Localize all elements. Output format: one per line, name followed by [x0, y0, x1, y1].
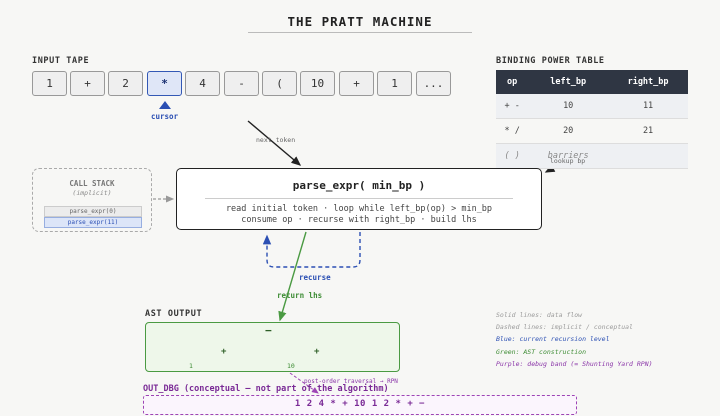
table-cell: + - [496, 94, 529, 119]
recurse-label: recurse [299, 273, 331, 282]
tape-cell[interactable]: - [224, 71, 259, 96]
next-token-label: next token [256, 136, 296, 144]
page-title: THE PRATT MACHINE [287, 14, 433, 29]
ast-node: + [221, 347, 227, 357]
legend-item: Blue: current recursion level [496, 335, 610, 344]
tape-cell[interactable]: + [339, 71, 374, 96]
tape-cell[interactable]: 4 [185, 71, 220, 96]
ast-output-box [145, 322, 400, 372]
tape-cell[interactable]: 1 [377, 71, 412, 96]
table-cell: 10 [528, 94, 609, 119]
tape-cell-current[interactable]: * [147, 71, 182, 96]
table-header: right_bp [608, 70, 688, 94]
ast-leaf: 1 [189, 362, 193, 370]
table-cell: 11 [608, 94, 688, 119]
legend-item: Purple: debug band (= Shunting Yard RPN) [496, 359, 653, 368]
rpn-sequence: 1 2 4 * + 10 1 2 * + − [294, 399, 426, 409]
binding-power-table-label: BINDING POWER TABLE [496, 56, 605, 66]
ast-output-label: AST OUTPUT [145, 309, 203, 319]
tape-cell[interactable]: 10 [300, 71, 335, 96]
tape-cell[interactable]: + [70, 71, 105, 96]
legend-item: Dashed lines: implicit / conceptual [496, 323, 633, 332]
cursor-label: cursor [151, 112, 179, 121]
stack-frame: parse_expr(0) [44, 206, 142, 217]
title-underline [248, 32, 472, 33]
parse-expr-description: read initial token · loop while left_bp(… [177, 204, 541, 226]
table-row: + - 10 11 [496, 94, 688, 119]
table-header: left_bp [528, 70, 609, 94]
tape-cell[interactable]: 1 [32, 71, 67, 96]
return-lhs-label: return lhs [277, 291, 323, 300]
parse-expr-title: parse_expr( min_bp ) [292, 179, 426, 192]
table-cell: 21 [608, 118, 688, 144]
call-stack-box: CALL STACK (implicit) parse_expr(0) pars… [32, 168, 152, 232]
ast-leaf: 10 [287, 362, 295, 370]
lookup-bp-label: lookup bp [550, 157, 586, 165]
parse-expr-line: consume op · recurse with right_bp · bui… [241, 215, 477, 225]
recurse-loop-arrow [262, 232, 361, 268]
table-cell: 20 [528, 118, 609, 144]
table-row: * / 20 21 [496, 118, 688, 144]
ast-node: + [314, 347, 320, 357]
tape-cell-ellipsis[interactable]: ... [416, 71, 451, 96]
parse-expr-box: parse_expr( min_bp ) read initial token … [176, 168, 542, 230]
table-cell: * / [496, 118, 529, 144]
legend: Solid lines: data flow Dashed lines: imp… [496, 309, 653, 370]
cursor-pointer-icon [159, 101, 171, 109]
stack-frame-current: parse_expr(11) [44, 217, 142, 228]
call-stack-title: CALL STACK [69, 179, 115, 188]
call-stack-subtitle: (implicit) [72, 189, 112, 197]
tape-cell[interactable]: 2 [108, 71, 143, 96]
binding-power-table: op left_bp right_bp + - 10 11 * / 20 21 … [496, 70, 688, 169]
post-order-arrow [289, 372, 319, 394]
return-lhs-arrow [278, 231, 307, 322]
table-cell: ( ) [496, 143, 529, 169]
out-dbg-band: 1 2 4 * + 10 1 2 * + − [143, 395, 577, 415]
table-header: op [496, 70, 529, 94]
table-row-barrier: ( ) barriers [496, 143, 688, 169]
legend-item: Green: AST construction [496, 347, 587, 356]
tape-cell[interactable]: ( [262, 71, 297, 96]
parse-expr-line: read initial token · loop while left_bp(… [225, 204, 493, 214]
next-token-arrow [247, 120, 302, 166]
ast-root-node: − [265, 324, 272, 337]
input-tape-label: INPUT TAPE [32, 56, 90, 66]
table-cell-empty [608, 143, 688, 169]
legend-item: Solid lines: data flow [496, 311, 583, 319]
post-order-label: post-order traversal → RPN [304, 378, 398, 385]
table-cell-note: barriers [528, 143, 609, 169]
out-dbg-label: OUT_DBG (conceptual — not part of the al… [143, 384, 389, 394]
divider [205, 198, 513, 199]
